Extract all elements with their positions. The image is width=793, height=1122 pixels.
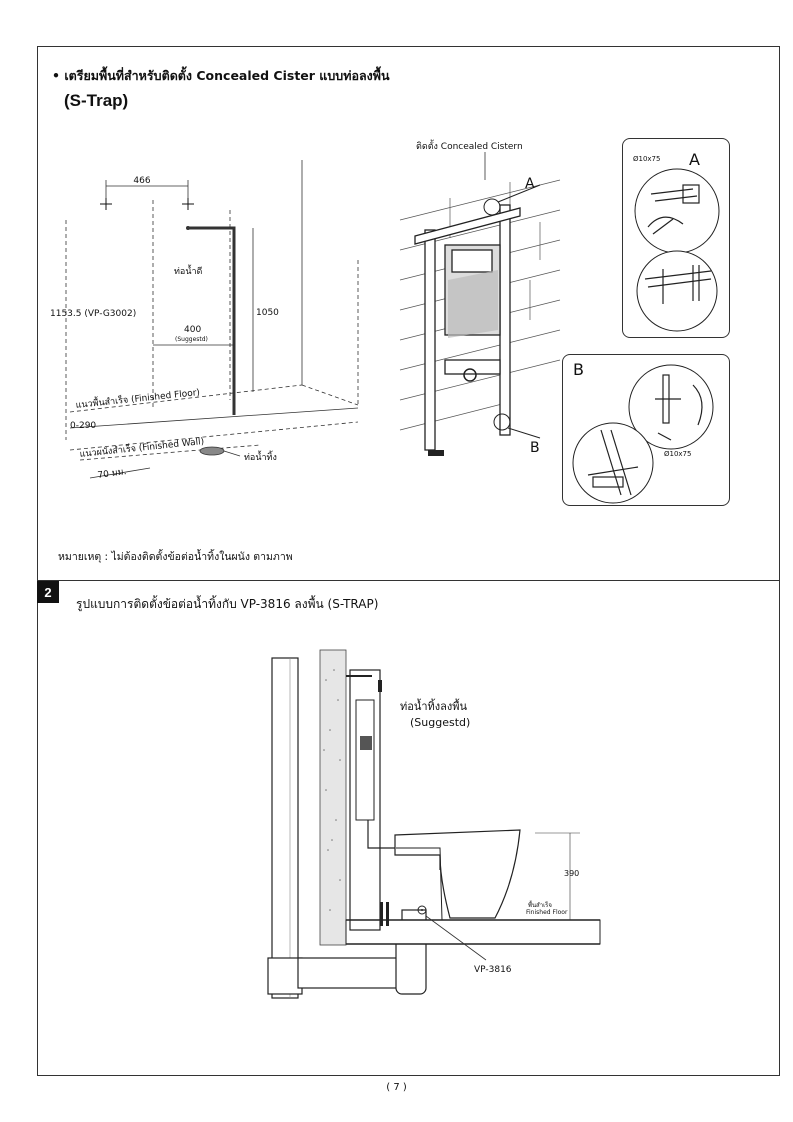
detail-b-title: B xyxy=(573,360,584,379)
section2-title: รูปแบบการติดตั้งข้อต่อน้ำทิ้งกับ VP-3816… xyxy=(76,597,379,611)
floor-drain-note: (Suggestd) xyxy=(410,716,470,729)
section-divider xyxy=(37,580,780,581)
install-cistern-label: ติดตั้ง Concealed Cistern xyxy=(416,139,523,152)
water-supply-pipe-label: ท่อน้ำดี xyxy=(174,264,203,277)
section1-note: หมายเหตุ : ไม่ต้องติดตั้งข้อต่อน้ำทิ้งใน… xyxy=(58,551,293,563)
page-frame xyxy=(37,46,780,1076)
finished-floor-th-label: พื้นสำเร็จ xyxy=(528,899,552,909)
dim-400-note: (Suggestd) xyxy=(175,336,208,343)
dim-70-label: 70 มม. xyxy=(97,467,127,481)
floor-drain-label: ท่อน้ำทิ้งลงพื้น xyxy=(400,698,468,713)
concealed-cistern-diagram: ติดตั้ง Concealed Cistern A B xyxy=(399,139,561,456)
detail-a-title: A xyxy=(689,150,700,169)
drain-pipe-label: ท่อน้ำทิ้ง xyxy=(244,450,277,463)
s-trap-installation-diagram: 390 พื้นสำเร็จ Finished Floor ท่อน้ำทิ้ง… xyxy=(267,649,601,999)
detail-a-bolt-label: Ø10x75 xyxy=(633,155,660,163)
detail-panel-b: B Ø10x75 xyxy=(562,354,730,506)
callout-b-label: B xyxy=(530,440,540,456)
floor-preparation-diagram: 466 1050 400 (Suggestd) ท่อน้ำดี 1153.5 … xyxy=(50,160,359,481)
dim-1153-label: 1153.5 (VP-G3002) xyxy=(50,309,136,319)
section2-number: 2 xyxy=(37,581,59,603)
dim-390-label: 390 xyxy=(564,869,579,878)
section1-subheading: (S-Trap) xyxy=(64,91,129,110)
dim-1050-label: 1050 xyxy=(256,308,279,318)
detail-b-bolt-label: Ø10x75 xyxy=(664,450,691,458)
range-label: 0-290 xyxy=(70,421,96,431)
section1-heading: • เตรียมพื้นที่สำหรับติดตั้ง Concealed C… xyxy=(52,68,390,83)
dim-466-label: 466 xyxy=(133,176,150,186)
finished-floor-en-label: Finished Floor xyxy=(526,909,568,916)
finished-wall-label: แนวผนังสำเร็จ (Finished Wall) xyxy=(79,434,205,460)
callout-a-label: A xyxy=(525,176,535,192)
detail-panel-a: Ø10x75 A xyxy=(622,138,730,338)
finished-floor-label: แนวพื้นสำเร็จ (Finished Floor) xyxy=(75,385,201,411)
dim-400-label: 400 xyxy=(184,325,201,335)
page-number: ( 7 ) xyxy=(386,1082,407,1093)
vp-3816-label: VP-3816 xyxy=(474,965,512,975)
